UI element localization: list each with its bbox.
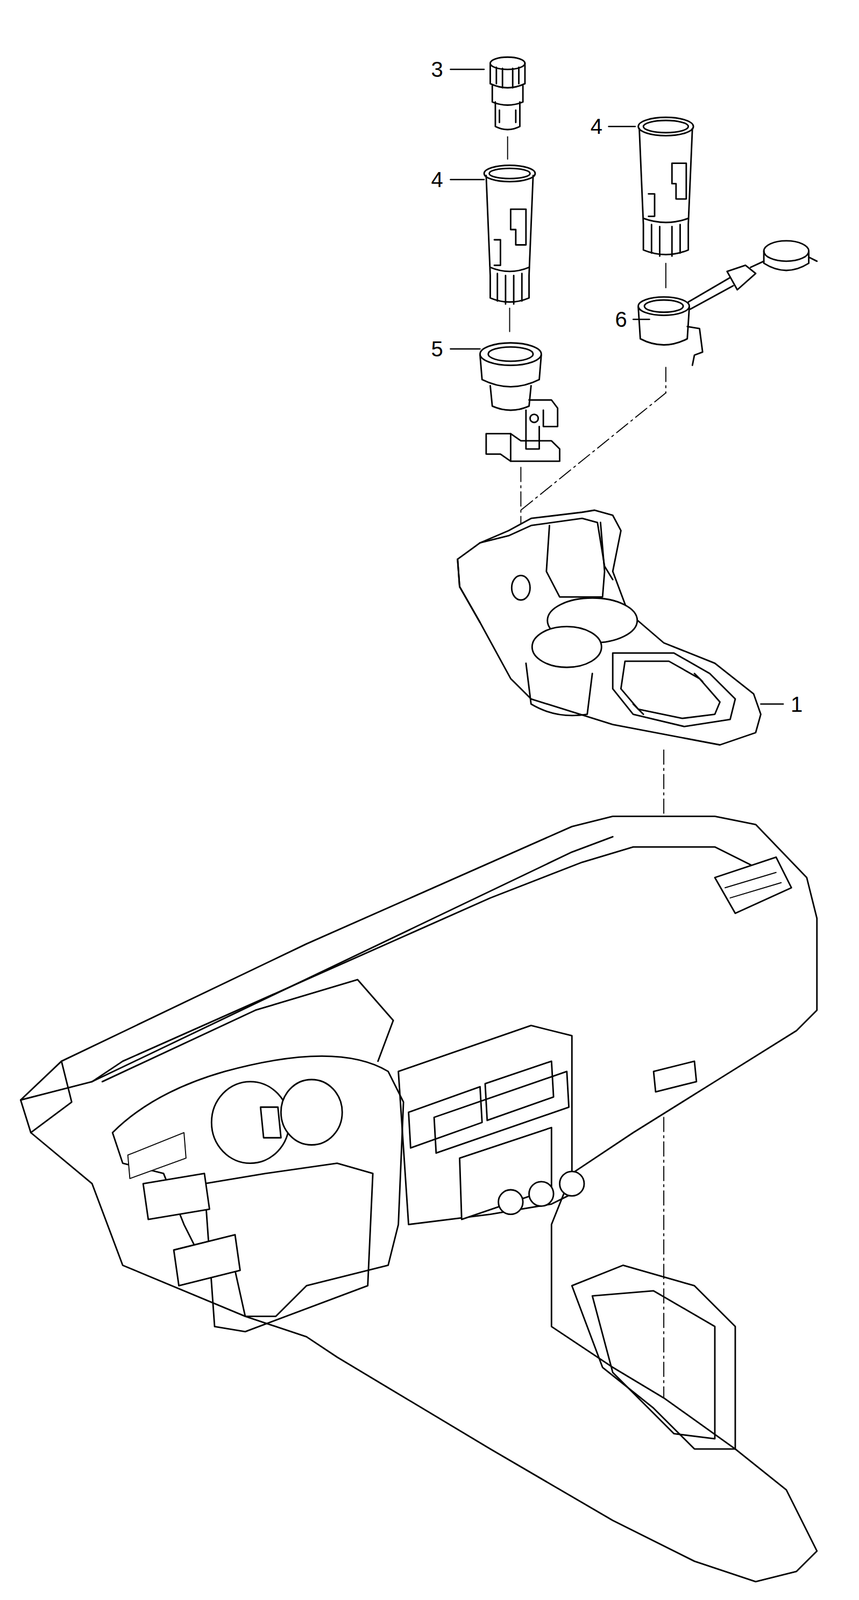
callout-number: 5 bbox=[431, 338, 444, 360]
callout-number: 3 bbox=[431, 58, 444, 81]
callout-number: 4 bbox=[431, 168, 444, 191]
callout-number: 6 bbox=[614, 308, 627, 331]
callout-number: 1 bbox=[790, 693, 803, 716]
callout-number: 4 bbox=[590, 115, 603, 138]
